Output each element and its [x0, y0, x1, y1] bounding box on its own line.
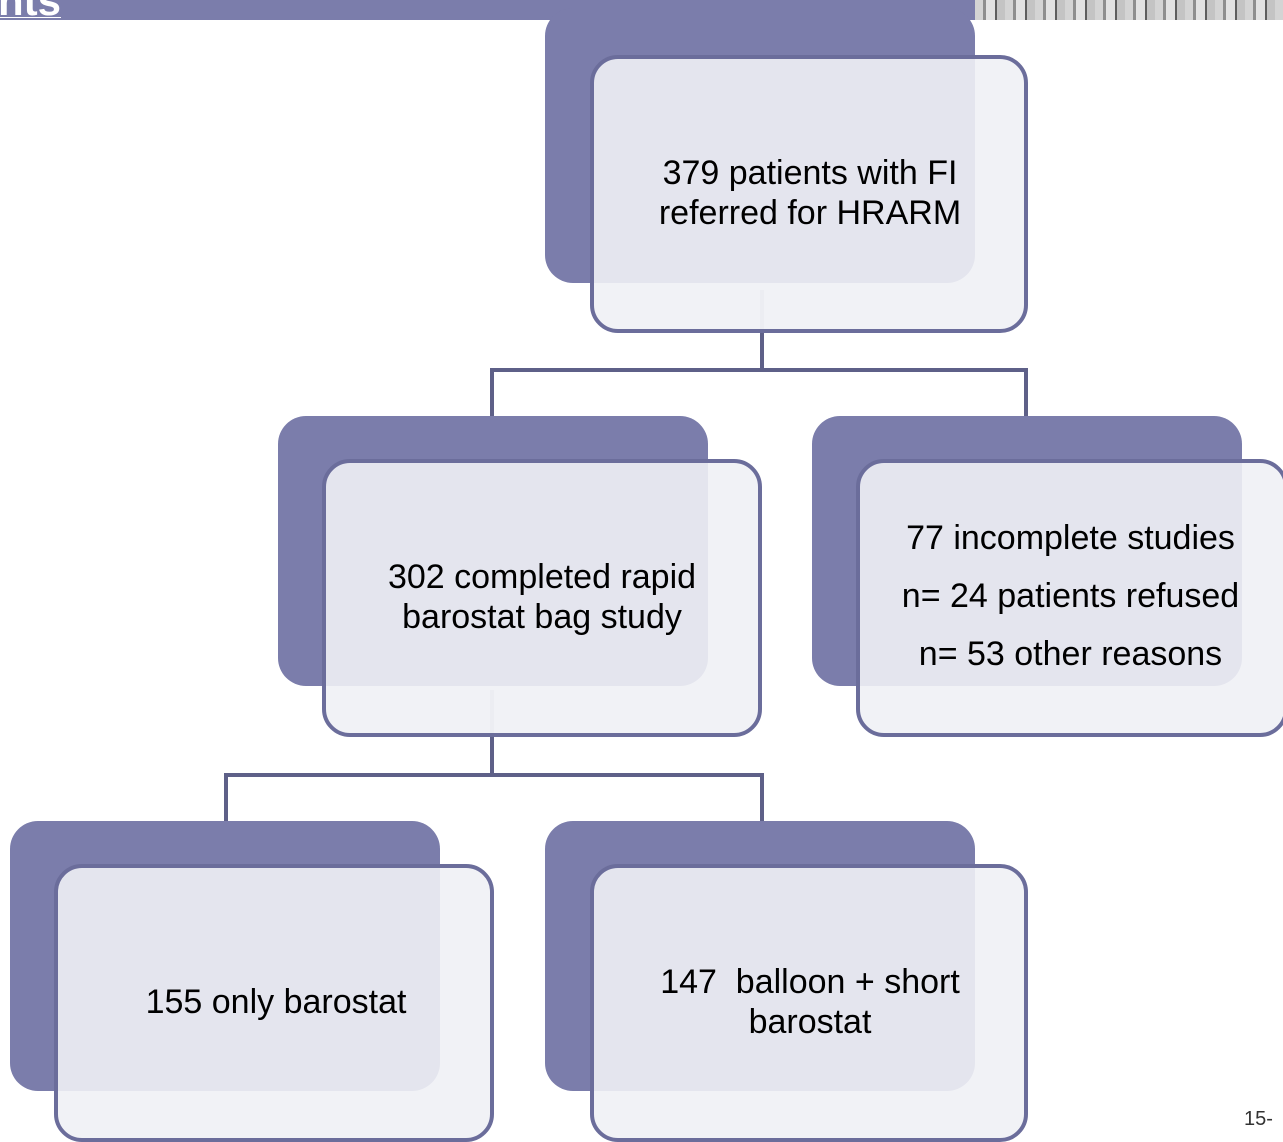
header-photo [975, 0, 1283, 20]
incomplete-node-line-1: 77 incomplete studies [906, 519, 1235, 557]
completed-node [322, 459, 762, 737]
completed-node-text: 302 completed rapid barostat bag study [322, 459, 762, 737]
only-barostat-node-text: 155 only barostat [58, 864, 494, 1142]
connector-completed-down [490, 735, 494, 777]
balloon-node-line-2: barostat [748, 1003, 872, 1041]
root-node [590, 55, 1028, 333]
balloon-node-line-1: 147 balloon + short [660, 963, 960, 1001]
incomplete-node-line-2: n= 24 patients refused [901, 577, 1240, 615]
connector-level1-horizontal [490, 368, 1028, 372]
incomplete-node [856, 459, 1283, 737]
root-node-line-1: 379 patients with FI [662, 154, 958, 192]
balloon-node [590, 864, 1028, 1142]
root-node-text: 379 patients with FI referred for HRARM [595, 55, 1025, 333]
connector-root-down [760, 330, 764, 372]
only-barostat-node-line-1: 155 only barostat [145, 983, 407, 1021]
completed-node-line-2: barostat bag study [402, 598, 682, 636]
page-number: 15- [1244, 1108, 1273, 1130]
connector-level2-horizontal [224, 773, 764, 777]
header-title: nts [0, 0, 61, 18]
connector-to-balloon [760, 773, 764, 821]
balloon-node-text: 147 balloon + short barostat [592, 864, 1028, 1142]
root-node-line-2: referred for HRARM [658, 194, 962, 232]
incomplete-node-text: 77 incomplete studies n= 24 patients ref… [858, 459, 1283, 737]
connector-to-incomplete [1024, 368, 1028, 416]
connector-to-completed [490, 368, 494, 416]
incomplete-node-line-3: n= 53 other reasons [918, 635, 1223, 673]
only-barostat-node [54, 864, 494, 1142]
connector-to-only-barostat [224, 773, 228, 821]
completed-node-line-1: 302 completed rapid [387, 558, 697, 596]
